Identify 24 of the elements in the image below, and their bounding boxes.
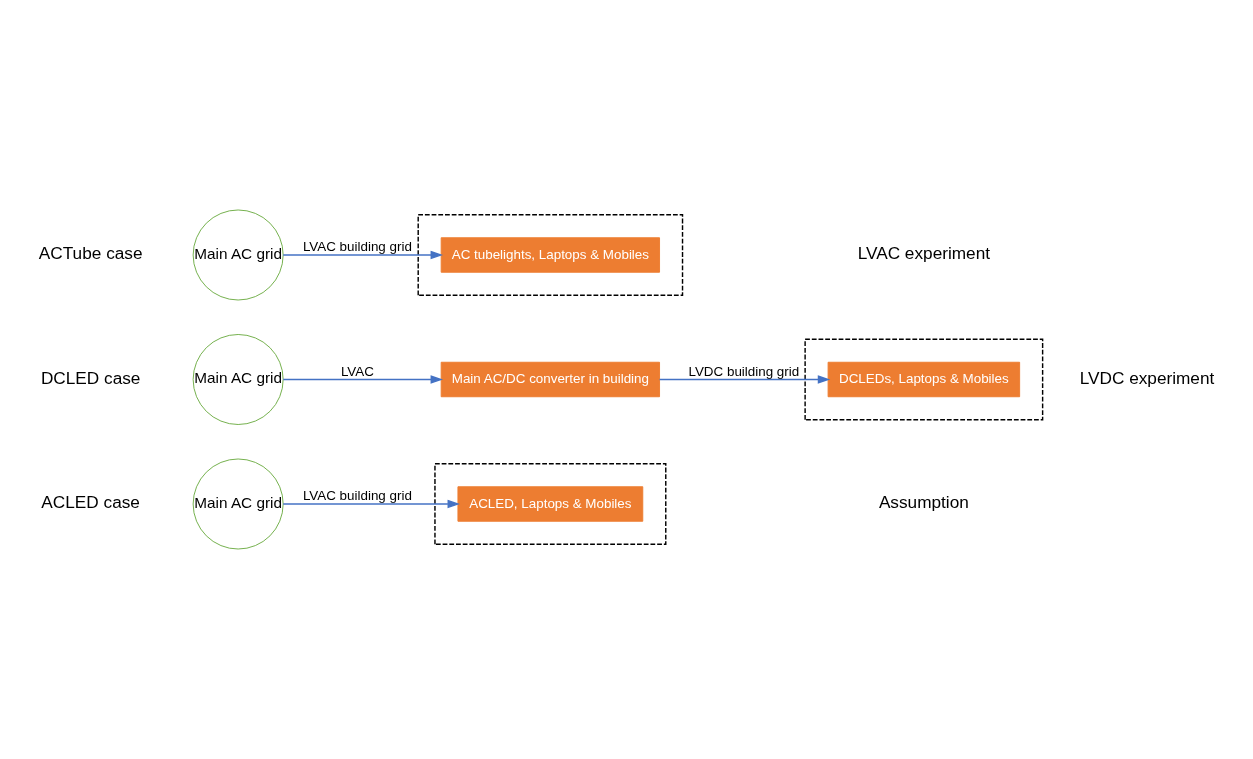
label: Assumption xyxy=(878,492,969,513)
edge-label: LVAC xyxy=(340,363,374,379)
label: LVDC experiment xyxy=(1079,367,1215,388)
label: ACTube case xyxy=(38,243,143,264)
node-box: Main AC/DC converter in building xyxy=(440,361,660,398)
arrow xyxy=(658,375,831,384)
cluster xyxy=(417,214,684,296)
label: ACLED case xyxy=(41,492,140,513)
edge-label: LVAC building grid xyxy=(302,488,412,504)
node-box: ACLED, Laptops & Mobiles xyxy=(457,486,644,522)
node-circle: Main AC grid xyxy=(192,209,284,301)
label: DCLED case xyxy=(40,367,141,388)
node-circle: Main AC grid xyxy=(192,334,284,425)
node-box: AC tubelights, Laptops & Mobiles xyxy=(440,237,660,273)
arrow xyxy=(282,250,444,260)
node-box: DCLEDs, Laptops & Mobiles xyxy=(827,361,1021,398)
cluster xyxy=(434,463,667,545)
edge-label: LVAC building grid xyxy=(302,239,412,255)
label: LVAC experiment xyxy=(857,243,991,264)
node-circle: Main AC grid xyxy=(192,458,284,550)
cluster xyxy=(804,338,1044,421)
edge-label: LVDC building grid xyxy=(688,363,800,379)
arrow xyxy=(282,499,460,509)
arrow xyxy=(282,375,444,384)
